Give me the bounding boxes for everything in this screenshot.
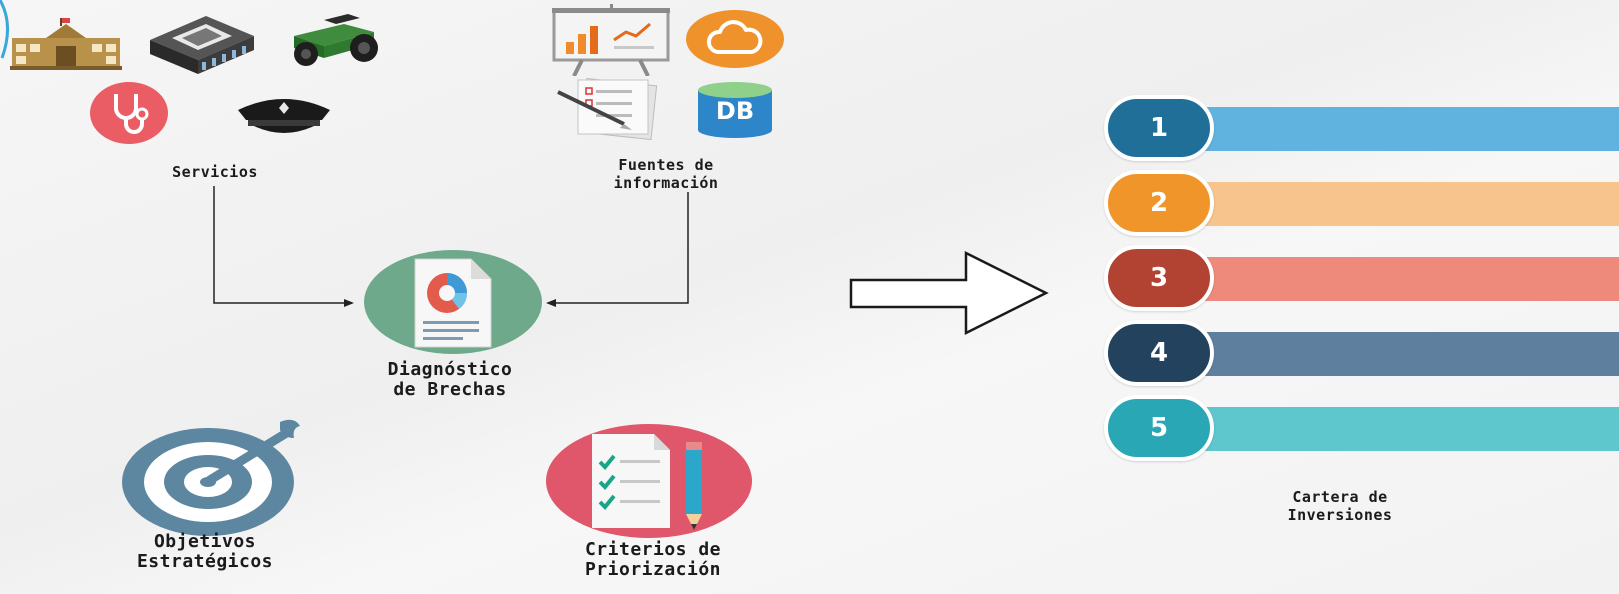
objetivos-label: Objetivos Estratégicos	[110, 532, 300, 572]
cartera-item-bar	[1184, 182, 1619, 226]
checklist-document-icon	[557, 78, 658, 140]
diagnostico-label-line2: de Brechas	[393, 379, 507, 400]
objetivos-label-line1: Objetivos	[153, 531, 257, 552]
school-building-icon	[10, 18, 122, 70]
cartera-item-bar	[1184, 332, 1619, 376]
report-document-icon	[414, 258, 492, 348]
cartera-item-number: 1	[1104, 95, 1214, 161]
fuentes-label: Fuentes de información	[586, 156, 746, 192]
criterios-label-line1: Criterios de	[584, 539, 722, 560]
database-icon	[698, 82, 772, 138]
fuentes-label-line2: información	[613, 174, 719, 192]
target-dart-icon	[122, 419, 300, 536]
cartera-item: 2	[1104, 170, 1619, 236]
edge-arc-decoration	[0, 0, 9, 59]
cartera-item: 3	[1104, 245, 1619, 311]
diagnostico-label-line1: Diagnóstico	[387, 359, 513, 380]
cartera-item-bar	[1184, 107, 1619, 151]
criterios-label-line2: Priorización	[584, 559, 722, 580]
office-building-icon	[150, 16, 254, 74]
cartera-label-line1: Cartera de	[1292, 488, 1388, 506]
checklist-pencil-icon	[592, 434, 702, 530]
cartera-label: Cartera de Inversiones	[1260, 488, 1420, 524]
cartera-item-bar	[1184, 257, 1619, 301]
cartera-item-number: 3	[1104, 245, 1214, 311]
presentation-chart-icon	[552, 4, 670, 76]
cloud-icon	[707, 20, 763, 54]
criterios-label: Criterios de Priorización	[553, 540, 753, 580]
fuentes-arrowhead	[546, 299, 556, 307]
servicios-label: Servicios	[172, 163, 258, 181]
objetivos-label-line2: Estratégicos	[136, 551, 274, 572]
fuentes-to-diagnostico-connector	[548, 192, 689, 304]
cartera-item: 1	[1104, 95, 1619, 161]
servicios-arrowhead	[344, 299, 354, 307]
cartera-label-line2: Inversiones	[1287, 506, 1393, 524]
servicios-to-diagnostico-connector	[213, 186, 352, 304]
cartera-item: 5	[1104, 395, 1619, 461]
police-cap-icon	[238, 99, 330, 133]
tractor-icon	[294, 14, 378, 66]
cartera-item-number: 4	[1104, 320, 1214, 386]
cartera-item-number: 2	[1104, 170, 1214, 236]
database-label: DB	[715, 97, 755, 125]
health-circle	[90, 82, 168, 144]
cartera-item-bar	[1184, 407, 1619, 451]
cartera-item: 4	[1104, 320, 1619, 386]
stethoscope-icon	[114, 94, 149, 134]
diagnostico-label: Diagnóstico de Brechas	[350, 360, 550, 400]
fuentes-label-line1: Fuentes de	[618, 156, 714, 174]
flow-arrow-icon	[849, 250, 1049, 336]
cloud-circle	[686, 10, 784, 68]
cartera-item-number: 5	[1104, 395, 1214, 461]
